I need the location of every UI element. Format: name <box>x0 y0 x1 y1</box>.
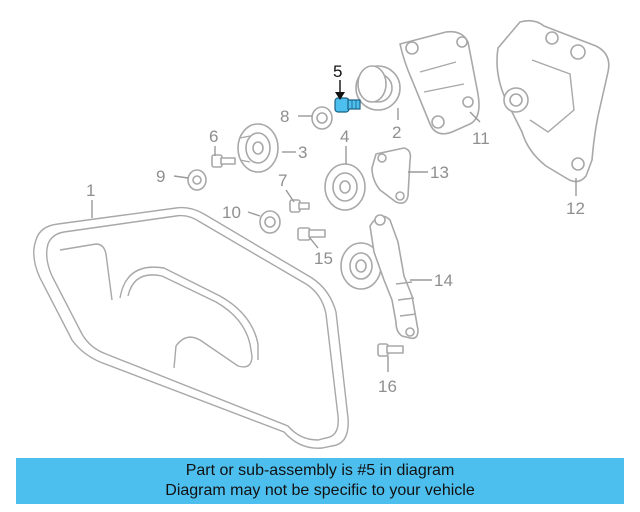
mounting-bracket-11 <box>399 30 480 135</box>
callout-14: 14 <box>434 271 453 290</box>
bolt-15 <box>297 227 326 241</box>
idler-pulley <box>237 123 279 173</box>
washer-10 <box>259 210 281 234</box>
banner-line-disclaimer: Diagram may not be specific to your vehi… <box>165 482 475 499</box>
washer-9 <box>187 169 207 191</box>
callout-15: 15 <box>314 249 333 268</box>
callout-1: 1 <box>86 181 95 200</box>
bolt-6 <box>211 154 236 168</box>
bolt-16 <box>377 343 404 357</box>
bolt-7 <box>289 199 310 213</box>
callout-13: 13 <box>430 163 449 182</box>
leader-lines <box>91 80 577 372</box>
serpentine-belt <box>33 206 349 449</box>
idler-pulley-4 <box>324 163 366 211</box>
callout-6: 6 <box>209 127 218 146</box>
mounting-bracket-12 <box>496 19 610 183</box>
tensioner-pulley <box>355 65 401 111</box>
washer-8 <box>311 106 333 130</box>
callout-3: 3 <box>298 143 307 162</box>
bolt-5-highlighted <box>334 97 361 113</box>
callout-9: 9 <box>156 167 165 186</box>
callout-11: 11 <box>472 129 490 148</box>
bracket-13 <box>371 147 412 204</box>
info-banner: Part or sub-assembly is #5 in diagram Di… <box>16 458 624 504</box>
callout-5: 5 <box>333 62 342 81</box>
callout-2: 2 <box>392 123 401 142</box>
belt-tensioner-14 <box>340 214 419 340</box>
banner-line-part-number: Part or sub-assembly is #5 in diagram <box>185 462 455 479</box>
callout-12: 12 <box>566 199 585 218</box>
callout-4: 4 <box>340 127 349 146</box>
callout-7: 7 <box>278 171 287 190</box>
callout-10: 10 <box>222 203 241 222</box>
callout-8: 8 <box>280 107 289 126</box>
callout-16: 16 <box>378 377 397 396</box>
